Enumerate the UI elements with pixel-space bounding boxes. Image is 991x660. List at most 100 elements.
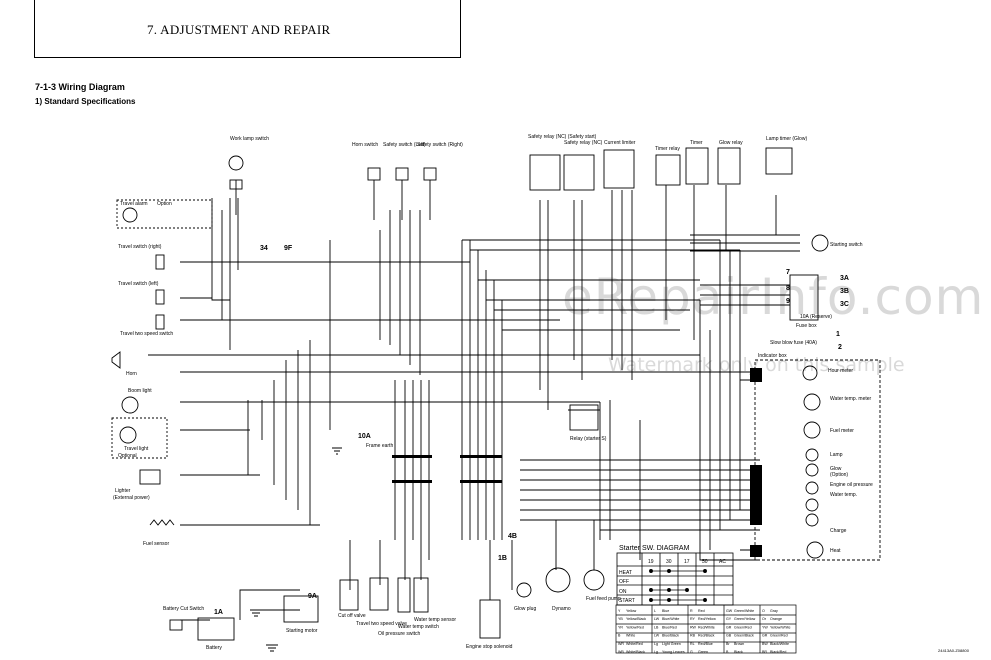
label-current-limiter: Current limiter [604, 140, 636, 146]
ref-1: 1 [836, 331, 840, 338]
ref-4b: 4B [508, 533, 517, 540]
ref-3c: 3C [840, 301, 849, 308]
label-safety-relay-nc: Safety relay (NC) [564, 140, 603, 146]
legend-code: LB [654, 625, 659, 629]
header-box: 7. ADJUSTMENT AND REPAIR [34, 0, 461, 58]
legend-color: White/Red [626, 642, 643, 646]
label-lamp: Lamp [830, 452, 843, 458]
legend-color: Red/Blue [698, 642, 713, 646]
label-engine-stop-solenoid: Engine stop solenoid [466, 644, 513, 650]
ref-1b: 1B [498, 555, 507, 562]
label-lamp-timer: Lamp timer (Glow) [766, 136, 807, 142]
component-symbols [111, 147, 829, 652]
connector-blocks [392, 368, 762, 557]
legend-code: GB [726, 634, 732, 638]
starter-col-19: 19 [648, 559, 654, 565]
label-travel-switch-right: Travel switch (right) [118, 244, 162, 250]
label-option-top: Option [157, 201, 172, 207]
legend-code: WB [618, 650, 624, 654]
ref-2: 2 [838, 344, 842, 351]
legend-code: LW [654, 634, 660, 638]
legend-code: BW [762, 642, 768, 646]
wires [148, 180, 881, 621]
color-legend-grid [615, 604, 797, 654]
legend-code: GR [762, 634, 768, 638]
legend-color: White [626, 634, 635, 638]
label-optional: Optional [118, 453, 137, 459]
legend-code: YW [762, 625, 768, 629]
legend-code: Br [726, 642, 730, 646]
legend-color: Blue/White [662, 617, 679, 621]
label-safety-relay-nc-start: Safety relay (NC) (Safety start) [528, 134, 597, 140]
label-water-temp-sensor: Water temp sensor [414, 617, 456, 623]
label-lighter: Lighter [115, 488, 131, 494]
starter-row-off: OFF [619, 579, 629, 585]
starter-sw-title: Starter SW. DIAGRAM [619, 545, 690, 552]
legend-code: RB [690, 634, 696, 638]
label-travel-alarm: Travel alarm [120, 201, 148, 207]
label-heat: Heat [830, 548, 841, 554]
legend-code: Or [762, 617, 767, 621]
label-water-temp-meter: Water temp. meter [830, 396, 872, 402]
legend-color: Green/White [734, 609, 754, 613]
legend-code: GR [726, 625, 732, 629]
legend-code: L [654, 609, 656, 613]
starter-sw-text: Starter SW. DIAGRAM 19 30 17 50 AC HEAT … [619, 545, 726, 604]
legend-color: Black/White [770, 642, 789, 646]
legend-code: O [762, 609, 765, 613]
label-fuse-box: Fuse box [796, 323, 817, 329]
reference-numbers: 34 9F 10A 4B 1B 1A 9A 1 2 7 8 9 3A 3B 3C [214, 245, 849, 616]
legend-color: Yellow/Black [626, 617, 646, 621]
ref-3b: 3B [840, 288, 849, 295]
doc-code: 24413A0-Z08800 [938, 648, 970, 653]
starter-col-ac: AC [719, 559, 726, 565]
label-fuel-feed-pump: Fuel feed pump [586, 596, 621, 602]
label-battery-cut-switch: Battery Cut Switch [163, 606, 204, 612]
legend-color: Blue/Black [662, 634, 679, 638]
ref-8: 8 [786, 285, 790, 292]
legend-code: RW [690, 625, 697, 629]
label-glow: Glow [830, 466, 842, 472]
label-starting-switch: Starting switch [830, 242, 863, 248]
ref-3a: 3A [840, 275, 849, 282]
label-fuse-reserve: 10A (Reserve) [800, 314, 832, 320]
legend-code: Y [618, 609, 621, 613]
legend-color: Orange [770, 617, 782, 621]
legend-code: R [690, 609, 693, 613]
label-battery: Battery [206, 645, 222, 651]
legend-color: Red [698, 609, 705, 613]
label-option-glow: (Option) [830, 472, 848, 478]
label-starting-motor: Starting motor [286, 628, 318, 634]
legend-code: BR [762, 650, 767, 654]
label-travel-two-speed-switch: Travel two speed switch [120, 331, 173, 337]
label-relay-starter: Relay (starter S) [570, 436, 607, 442]
starter-sw-contacts [649, 569, 707, 602]
legend-color: Red/Black [698, 634, 715, 638]
section-title: 7-1-3 Wiring Diagram [35, 82, 125, 92]
label-boom-light: Boom light [128, 388, 152, 394]
label-timer: Timer [690, 140, 703, 146]
legend-code: Lg [654, 642, 658, 646]
label-cut-off-valve: Cut off valve [338, 613, 366, 619]
label-engine-oil-pressure: Engine oil pressure [830, 482, 873, 488]
label-timer-relay: Timer relay [655, 146, 680, 152]
legend-color: Green [698, 650, 708, 654]
ref-9a: 9A [308, 593, 317, 600]
legend-code: G [690, 650, 693, 654]
label-safety-switch-right: Safety switch (Right) [417, 142, 463, 148]
label-water-temp: Water temp. [830, 492, 857, 498]
label-dynamo: Dynamo [552, 606, 571, 612]
label-slow-blow-fuse: Slow blow fuse (40A) [770, 340, 817, 346]
label-travel-two-speed-valve: Travel two speed valve [356, 621, 407, 627]
legend-color: Green/Yellow [734, 617, 756, 621]
legend-color: Black/Red [770, 650, 786, 654]
starter-row-on: ON [619, 589, 627, 595]
starter-col-30: 30 [666, 559, 672, 565]
label-safety-switch-left: Safety switch (Left) [383, 142, 426, 148]
ref-34: 34 [260, 245, 268, 252]
legend-code: RY [690, 617, 696, 621]
label-water-temp-switch: Water temp switch [398, 624, 439, 630]
legend-color: Black [734, 650, 743, 654]
legend-code: B [618, 634, 621, 638]
